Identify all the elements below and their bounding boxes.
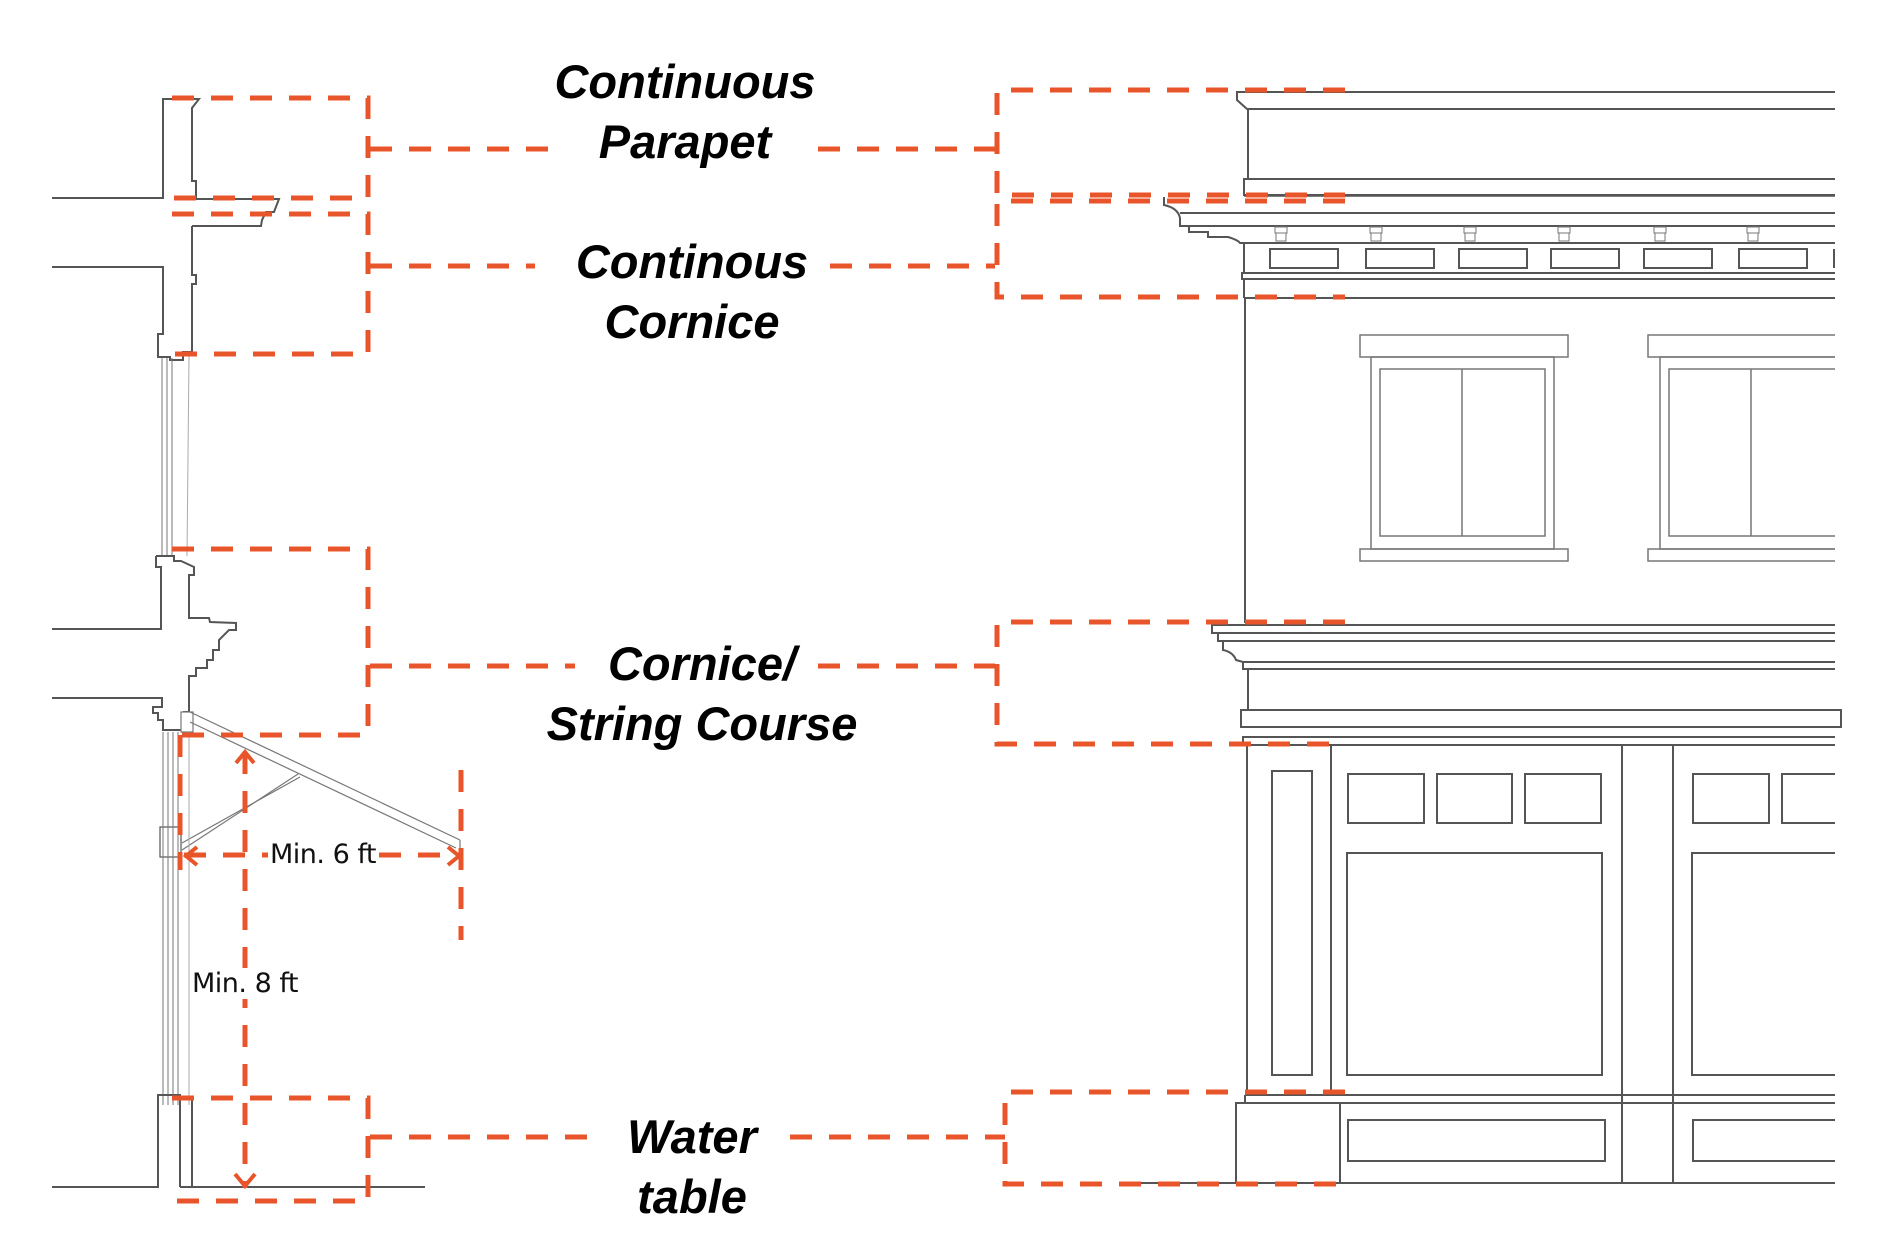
string-course	[1211, 624, 1835, 634]
callout-graphics	[170, 87, 1345, 1204]
callout-box-watertable-section	[170, 1095, 371, 1204]
roof-line	[52, 98, 199, 199]
upper-window-2	[1647, 334, 1835, 562]
dentil	[1463, 226, 1477, 242]
callout-label-cornice: Continous Cornice	[576, 232, 808, 352]
arrow-left-icon	[182, 845, 199, 867]
frieze-panel	[1269, 248, 1339, 269]
frieze-panels	[1269, 248, 1835, 269]
callout-box-cornice-section	[172, 211, 371, 357]
callout-label-line: Cornice	[604, 295, 780, 348]
dimension-label-8ft: Min. 8 ft	[190, 968, 300, 999]
callout-label-line: Continuous	[554, 55, 816, 108]
callout-label-line: String Course	[546, 697, 858, 750]
arrow-down-icon	[233, 1172, 257, 1190]
water-table-profile	[52, 1094, 181, 1188]
string-course-profile	[156, 555, 237, 713]
frieze-panel	[1643, 248, 1713, 269]
frieze-panel	[1738, 248, 1808, 269]
callout-label-line: Water	[627, 1110, 757, 1163]
callout-box-stringcourse-section	[172, 546, 371, 738]
frieze-panel	[1550, 248, 1620, 269]
cornice-crown	[1163, 197, 1835, 244]
dentil	[1746, 226, 1760, 242]
callout-label-parapet: Continuous Parapet	[554, 52, 815, 172]
callout-box-cornice-elevation	[994, 198, 1345, 300]
callout-label-line: Continous	[575, 235, 809, 288]
upper-window-1	[1359, 334, 1569, 562]
parapet-profile	[163, 98, 281, 227]
dimension-arrows	[182, 748, 463, 1190]
dimension-label-6ft: Min. 6 ft	[268, 839, 378, 870]
floor-line-upper	[52, 266, 170, 358]
callout-box-parapet-elevation	[994, 87, 1345, 198]
frieze-panel	[1458, 248, 1528, 269]
callout-box-stringcourse-elevation	[994, 619, 1345, 747]
callout-box-parapet-section	[172, 95, 371, 201]
dentil	[1653, 226, 1667, 242]
front-elevation	[1126, 91, 1842, 1184]
arrow-up-icon	[234, 748, 256, 765]
dentil	[1557, 226, 1571, 242]
callout-label-line: Parapet	[598, 115, 772, 168]
callout-label-line: Cornice/	[607, 637, 797, 690]
pilaster-panel	[1271, 770, 1313, 1076]
parapet-cap	[1236, 91, 1835, 110]
callout-label-water-table: Water table	[627, 1107, 757, 1227]
dentil	[1274, 226, 1288, 242]
display-windows	[1346, 852, 1835, 1076]
dentil	[1369, 226, 1383, 242]
arrow-right-icon	[446, 845, 463, 867]
floor-line-mid	[52, 556, 162, 630]
kick-panels	[1347, 1119, 1835, 1162]
base-block	[1235, 1102, 1341, 1183]
floor-line-lower	[52, 697, 181, 731]
frieze-panel	[1365, 248, 1435, 269]
callout-label-line: table	[637, 1170, 747, 1223]
transom-windows	[1347, 773, 1835, 824]
callout-box-watertable-elevation	[1002, 1089, 1345, 1187]
dentils	[1274, 226, 1760, 242]
upper-wall	[169, 226, 197, 361]
wall-section	[52, 98, 461, 1188]
callout-label-string-course: Cornice/ String Course	[547, 634, 858, 754]
